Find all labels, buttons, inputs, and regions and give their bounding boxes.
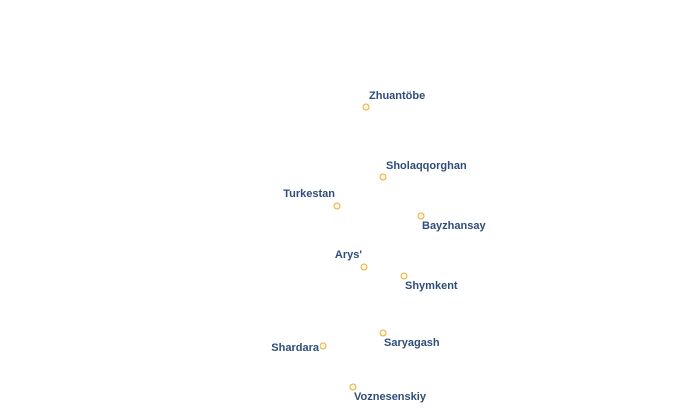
- city-marker-icon[interactable]: [379, 173, 387, 181]
- place-label: Shardara: [271, 342, 319, 354]
- place-label: Voznesenskiy: [354, 391, 426, 403]
- city-marker-icon[interactable]: [319, 342, 327, 350]
- place-label: Zhuantöbe: [369, 90, 426, 102]
- city-marker-icon[interactable]: [360, 263, 368, 271]
- place-label: Bayzhansay: [422, 220, 486, 232]
- city-marker-icon[interactable]: [417, 212, 425, 220]
- place-label: Sholaqqorghan: [386, 160, 467, 172]
- city-marker-icon[interactable]: [362, 103, 370, 111]
- place-label: Arys': [334, 249, 362, 261]
- place-label: Shymkent: [405, 280, 458, 292]
- place-label: Turkestan: [283, 188, 335, 200]
- place-label: Saryagash: [384, 337, 440, 349]
- city-marker-icon[interactable]: [349, 383, 357, 391]
- city-marker-icon[interactable]: [400, 272, 408, 280]
- city-marker-icon[interactable]: [379, 329, 387, 337]
- city-marker-icon[interactable]: [333, 202, 341, 210]
